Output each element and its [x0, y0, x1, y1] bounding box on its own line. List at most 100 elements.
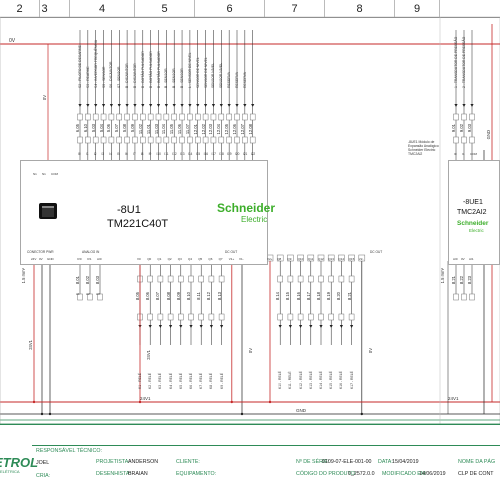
expansion-terminal: [453, 136, 459, 144]
expansion-wire-number: 9.02: [459, 124, 464, 133]
output-terminal-label: Q6: [208, 257, 213, 261]
output-terminal: [277, 313, 283, 321]
plc-input-terminal-label: I7: [132, 152, 136, 156]
rail-gnd-junction: [40, 412, 44, 416]
input-description: S7 - SENSOR: [117, 66, 122, 88]
output-terminal: [198, 313, 204, 321]
plc-v1m-wire-label: 0V: [248, 348, 253, 354]
rail-24v-label-right: 24V1: [448, 396, 459, 401]
output-terminal: [338, 275, 345, 283]
input-arrow: [180, 104, 184, 107]
output-terminal: [308, 275, 314, 283]
output-description: K12 - RELÉ: [298, 371, 303, 389]
input-terminal: [226, 136, 232, 144]
output-terminal-label: Q2: [167, 257, 172, 261]
output-wire-number: 8.10: [186, 292, 191, 301]
input-arrow: [227, 104, 231, 107]
output-terminal: [348, 275, 355, 283]
input-terminal: [218, 136, 225, 144]
output-wire-number: 8.05: [135, 292, 140, 301]
input-terminal: [187, 136, 193, 144]
input-arrow: [219, 104, 223, 107]
analog-bridge-terminal: [87, 293, 93, 301]
output-wire-number: 8.17: [305, 292, 311, 301]
input-wire-number: 6.10: [82, 124, 88, 133]
output-description: K16 - RELÉ: [339, 371, 344, 389]
output-terminal-label: Q4: [188, 257, 193, 261]
analog-in-label: ANALOG IN: [82, 250, 100, 254]
output-terminal-label: Q14: [338, 257, 345, 261]
input-description: SENSOR DE NÍVEL: [203, 57, 208, 88]
output-terminal-label: Q13: [328, 257, 334, 261]
plc-input-terminal-label: I10: [156, 152, 161, 156]
input-terminal: [132, 136, 138, 144]
codigo-value: 0_2572.0.0: [348, 471, 375, 477]
plc-input-terminal-label: I12: [172, 152, 177, 156]
output-terminal: [167, 275, 174, 283]
plc-input-terminal-label: I16: [203, 152, 209, 156]
column-header-8: 8: [325, 0, 395, 17]
input-description: SENSOR DE NÍVEL: [195, 57, 200, 88]
rail-gnd-junction: [360, 412, 363, 416]
output-description: K10 - RELÉ: [278, 371, 283, 389]
desenhista-key: DESENHISTA:: [96, 471, 131, 477]
output-arrow: [199, 325, 203, 328]
output-description: K8 - RELÉ: [209, 372, 214, 389]
output-terminal: [198, 275, 204, 283]
output-wire-number: 8.06: [145, 292, 151, 301]
input-description: SENSOR NÍVEL: [219, 62, 224, 88]
output-terminal: [328, 275, 334, 283]
plc-input-terminal-label: I20: [235, 152, 240, 156]
rail-gnd-junction: [240, 412, 244, 416]
expansion-terminal: [469, 136, 475, 144]
projetista-value: ANDERSON: [128, 459, 159, 465]
plc-input-terminal-label: I21: [242, 152, 248, 156]
output-terminal-label: Q9: [287, 257, 292, 261]
input-terminal: [187, 113, 193, 121]
modificado-value: 14/06/2019: [419, 471, 446, 477]
input-arrow: [235, 104, 239, 107]
plc-input-terminal-label: I0: [78, 152, 81, 156]
title-block-grid: [32, 445, 500, 502]
power-terminal-label: 0V: [39, 257, 43, 261]
plc-common-terminal-label: COM: [51, 172, 58, 176]
output-arrow: [339, 325, 343, 328]
rail-24v-junction: [32, 400, 36, 404]
input-arrow: [172, 104, 176, 107]
expansion-bridge-terminal: [469, 293, 475, 301]
plc-input-terminal-label: I8: [140, 152, 144, 156]
input-description: B - SENSOR: [164, 68, 169, 88]
input-terminal: [179, 113, 185, 121]
output-terminal-label: Q0: [147, 257, 152, 261]
plc-common-terminal-label: N1: [33, 172, 37, 176]
plc-model: TM221C40T: [107, 218, 169, 230]
rail-24v-junction: [230, 400, 233, 404]
output-description: K14 - RELÉ: [319, 371, 323, 389]
input-terminal: [77, 113, 83, 121]
input-terminal: [77, 136, 83, 144]
dc-out-label-2: DC OUT: [370, 250, 383, 254]
plc-v0-wire-label: 24V1: [146, 350, 151, 360]
input-description: B - BOTÃO PULSADOR: [156, 51, 161, 88]
output-terminal: [297, 313, 304, 321]
column-header-9: 9: [395, 0, 440, 17]
expansion-input-arrow: [470, 104, 474, 107]
output-wire-number: 8.09: [175, 292, 181, 301]
output-terminal-label: V2-: [358, 257, 364, 261]
input-arrow: [164, 104, 168, 107]
output-terminal: [218, 275, 225, 283]
input-description: B - DISJUNTOR: [125, 63, 130, 88]
input-terminal: [202, 113, 209, 121]
analog-wire-number: 8.01: [75, 276, 80, 285]
plc-common-terminal-label: N1: [42, 172, 46, 176]
input-terminal: [100, 136, 107, 144]
input-terminal: [100, 113, 107, 121]
output-terminal: [208, 313, 215, 321]
output-terminal: [157, 313, 164, 321]
company-logo-sub: ELÉTRICA: [0, 469, 20, 474]
expansion-bottom-terminal-label: AI0: [453, 257, 458, 261]
analog-wire-number: 8.02: [85, 276, 90, 285]
power-connector-label: CONECTOR PWR: [27, 250, 54, 254]
input-wire-number: 11.03: [153, 124, 159, 135]
